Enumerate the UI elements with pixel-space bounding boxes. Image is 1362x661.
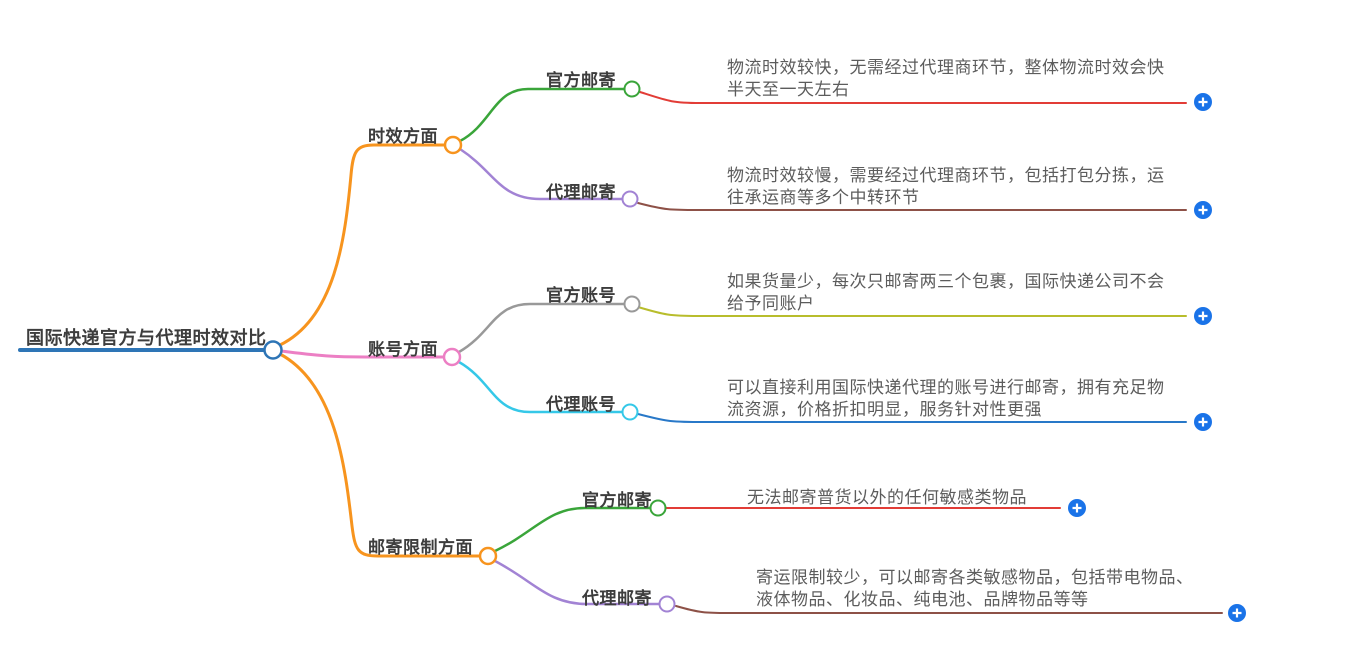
edge-timeliness-official (458, 87, 626, 143)
leaf-line: 流资源，价格折扣明显，服务针对性更强 (727, 400, 1042, 419)
edge-restriction-agent (493, 559, 661, 606)
edge-root-restriction (278, 352, 482, 558)
node-connector-restriction[interactable] (478, 546, 498, 566)
leaf-line: 物流时效较快，无需经过代理商环节，整体物流时效会快 (727, 58, 1165, 77)
node-connector-account-agent[interactable] (621, 403, 639, 421)
branch-label-timeliness[interactable]: 时效方面 (368, 127, 438, 146)
node-connector-restriction-official[interactable] (649, 499, 667, 517)
node-connector-timeliness-official[interactable] (623, 80, 641, 98)
child-label-restriction-official[interactable]: 官方邮寄 (582, 491, 652, 510)
edge-leaf-account-agent (637, 413, 1187, 423)
leaf-line: 往承运商等多个中转环节 (727, 188, 920, 207)
child-label-timeliness-official[interactable]: 官方邮寄 (546, 71, 616, 90)
leaf-line: 如果货量少，每次只邮寄两三个包裹，国际快递公司不会 (727, 272, 1165, 291)
add-node-button[interactable] (1227, 603, 1247, 623)
add-node-button[interactable] (1193, 92, 1213, 112)
leaf-line: 可以直接利用国际快递代理的账号进行邮寄，拥有充足物 (727, 378, 1165, 397)
leaf-line: 液体物品、化妆品、纯电池、品牌物品等等 (756, 590, 1089, 609)
leaf-note-account-official[interactable]: 如果货量少，每次只邮寄两三个包裹，国际快递公司不会 给予同账户 (727, 271, 1165, 315)
plus-glyph (1072, 503, 1082, 513)
node-connector-account-official[interactable] (623, 295, 641, 313)
edge-root-timeliness (278, 143, 447, 347)
plus-glyph (1198, 417, 1208, 427)
edge-account-official (457, 302, 626, 354)
node-connector-timeliness-agent[interactable] (621, 190, 639, 208)
leaf-line: 无法邮寄普货以外的任何敏感类物品 (747, 488, 1027, 507)
leaf-note-account-agent[interactable]: 可以直接利用国际快递代理的账号进行邮寄，拥有充足物 流资源，价格折扣明显，服务针… (727, 377, 1165, 421)
root-node-label[interactable]: 国际快递官方与代理时效对比 (26, 328, 267, 348)
child-label-restriction-agent[interactable]: 代理邮寄 (582, 589, 652, 608)
plus-glyph (1198, 205, 1208, 215)
edge-restriction-official (493, 506, 652, 553)
child-label-account-agent[interactable]: 代理账号 (546, 395, 616, 414)
edge-timeliness-agent (458, 147, 624, 201)
leaf-line: 给予同账户 (727, 294, 815, 313)
add-node-button[interactable] (1193, 200, 1213, 220)
node-connector-timeliness[interactable] (443, 135, 463, 155)
edge-account-agent (457, 360, 624, 414)
leaf-line: 寄运限制较少，可以邮寄各类敏感物品，包括带电物品、 (756, 568, 1194, 587)
leaf-note-timeliness-agent[interactable]: 物流时效较慢，需要经过代理商环节，包括打包分拣，运 往承运商等多个中转环节 (727, 165, 1165, 209)
edge-root-account (279, 349, 446, 359)
add-node-button[interactable] (1193, 306, 1213, 326)
leaf-note-restriction-official[interactable]: 无法邮寄普货以外的任何敏感类物品 (747, 487, 1027, 509)
edge-leaf-account-official (637, 306, 1187, 317)
edge-leaf-timeliness-official (639, 91, 1187, 104)
edge-leaf-restriction-agent (675, 605, 1223, 614)
leaf-line: 半天至一天左右 (727, 80, 850, 99)
leaf-note-timeliness-official[interactable]: 物流时效较快，无需经过代理商环节，整体物流时效会快 半天至一天左右 (727, 57, 1165, 101)
leaf-note-restriction-agent[interactable]: 寄运限制较少，可以邮寄各类敏感物品，包括带电物品、 液体物品、化妆品、纯电池、品… (756, 567, 1194, 611)
plus-glyph (1198, 311, 1208, 321)
node-connector-root[interactable] (263, 340, 283, 360)
add-node-button[interactable] (1193, 412, 1213, 432)
branch-label-restriction[interactable]: 邮寄限制方面 (368, 538, 473, 557)
plus-glyph (1198, 97, 1208, 107)
plus-glyph (1232, 608, 1242, 618)
branch-label-account[interactable]: 账号方面 (368, 340, 438, 359)
add-node-button[interactable] (1067, 498, 1087, 518)
edge-leaf-timeliness-agent (637, 202, 1187, 211)
child-label-account-official[interactable]: 官方账号 (546, 286, 616, 305)
node-connector-account[interactable] (442, 347, 462, 367)
node-connector-restriction-agent[interactable] (658, 595, 676, 613)
child-label-timeliness-agent[interactable]: 代理邮寄 (546, 183, 616, 202)
leaf-line: 物流时效较慢，需要经过代理商环节，包括打包分拣，运 (727, 166, 1165, 185)
